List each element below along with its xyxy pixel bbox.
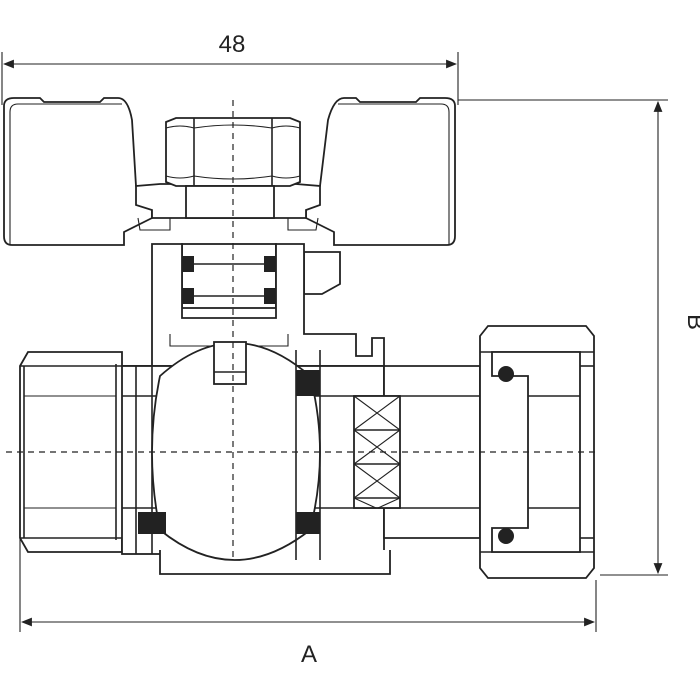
neck-outline [151, 243, 385, 367]
stem-oring-right-2 [264, 288, 276, 304]
butterfly-handle [3, 97, 456, 246]
dimension-bottom: A [19, 520, 597, 668]
ball-seat-top-right [296, 370, 320, 396]
ball-chamber [121, 341, 391, 575]
ball-seat-bottom-right [296, 512, 320, 534]
dimension-top: 48 [1, 31, 459, 105]
valve-stem [181, 185, 341, 309]
ball-stem-slot [213, 341, 247, 385]
hex-nut [165, 117, 301, 187]
union-oring-bottom [498, 528, 514, 544]
stop-lug [303, 251, 341, 295]
dimension-label-48: 48 [219, 31, 246, 58]
handle-step-left [137, 217, 171, 231]
chamber-bottom-rim [159, 550, 391, 575]
dimension-right: B [458, 99, 700, 576]
handle-step-right [287, 217, 319, 231]
dimension-label-a: A [301, 641, 317, 668]
dimension-label-b: B [682, 314, 700, 330]
union-oring-top [498, 366, 514, 382]
stem-oring-right-1 [264, 256, 276, 272]
hex-nut-outline [165, 117, 301, 187]
handle-wing-left [3, 97, 153, 246]
knurl-pattern [353, 395, 401, 509]
handle-wing-right [305, 97, 456, 246]
stem-oring-left-1 [182, 256, 194, 272]
handle-wing-right-inner [338, 103, 450, 245]
ball-seat-left [138, 512, 166, 534]
stem-upper [185, 185, 275, 219]
handle-wing-left-inner [9, 103, 122, 245]
valve-body-right [353, 365, 481, 539]
stem-oring-left-2 [182, 288, 194, 304]
stem-housing [181, 243, 277, 309]
